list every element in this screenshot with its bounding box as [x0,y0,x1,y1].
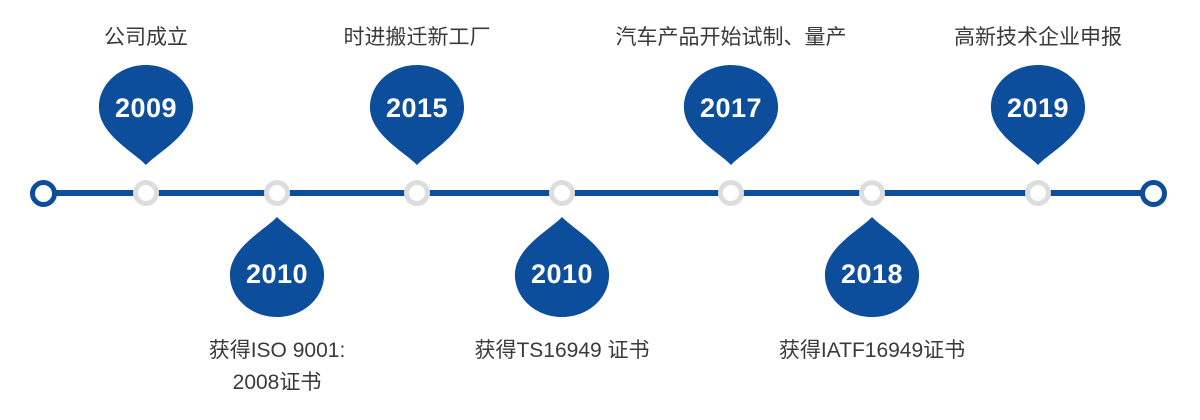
milestone-label-line: 获得ISO 9001: [208,339,346,362]
milestone-label: 获得IATF16949证书 [779,335,965,367]
milestone-label-line: 汽车产品开始试制、量产 [615,26,847,49]
timeline-node [404,180,430,206]
milestone-label-line: 时进搬迁新工厂 [343,26,491,49]
year-balloon: 2009 [96,63,196,165]
timeline-node [718,180,744,206]
drop-shape-icon [98,64,194,165]
year-balloon: 2018 [822,217,922,319]
milestone-year: 2010 [245,258,309,289]
milestone-year: 2015 [385,92,449,123]
timeline-node [549,180,575,206]
drop-shape-icon [229,217,325,318]
milestone-label: 公司成立 [104,24,188,51]
year-balloon: 2019 [988,63,1088,165]
year-balloon: 2015 [367,63,467,165]
timeline-end-circle [1140,180,1167,207]
milestone-label: 汽车产品开始试制、量产 [616,24,847,51]
drop-shape-icon [990,64,1086,165]
milestone-label: 时进搬迁新工厂 [344,24,491,51]
milestone-year: 2019 [1006,92,1070,123]
year-balloon: 2010 [227,217,327,319]
timeline-node [133,180,159,206]
drop-shape-icon [514,217,610,318]
drop-shape-icon [824,217,920,318]
milestone-label: 获得ISO 9001: 2008证书 [209,335,346,399]
milestone-year: 2017 [699,92,763,123]
milestone-year: 2018 [840,258,904,289]
milestone-label: 高新技术企业申报 [954,24,1122,51]
timeline-node [1025,180,1051,206]
timeline-line [44,190,1154,196]
year-balloon: 2017 [681,63,781,165]
timeline-node [264,180,290,206]
timeline-node [859,180,885,206]
drop-shape-icon [683,64,779,165]
milestone-label-line: 获得TS16949 证书 [474,339,650,362]
milestone-year: 2010 [530,258,594,289]
milestone-label-line: 高新技术企业申报 [954,26,1122,49]
milestone-label-line: 2008证书 [232,371,322,394]
milestone-label-line: 获得IATF16949证书 [778,339,966,362]
milestone-label-line: 公司成立 [104,26,188,49]
drop-shape-icon [369,64,465,165]
milestone-label: 获得TS16949 证书 [474,335,649,367]
milestone-year: 2009 [114,92,178,123]
year-balloon: 2010 [512,217,612,319]
timeline-start-circle [30,180,57,207]
